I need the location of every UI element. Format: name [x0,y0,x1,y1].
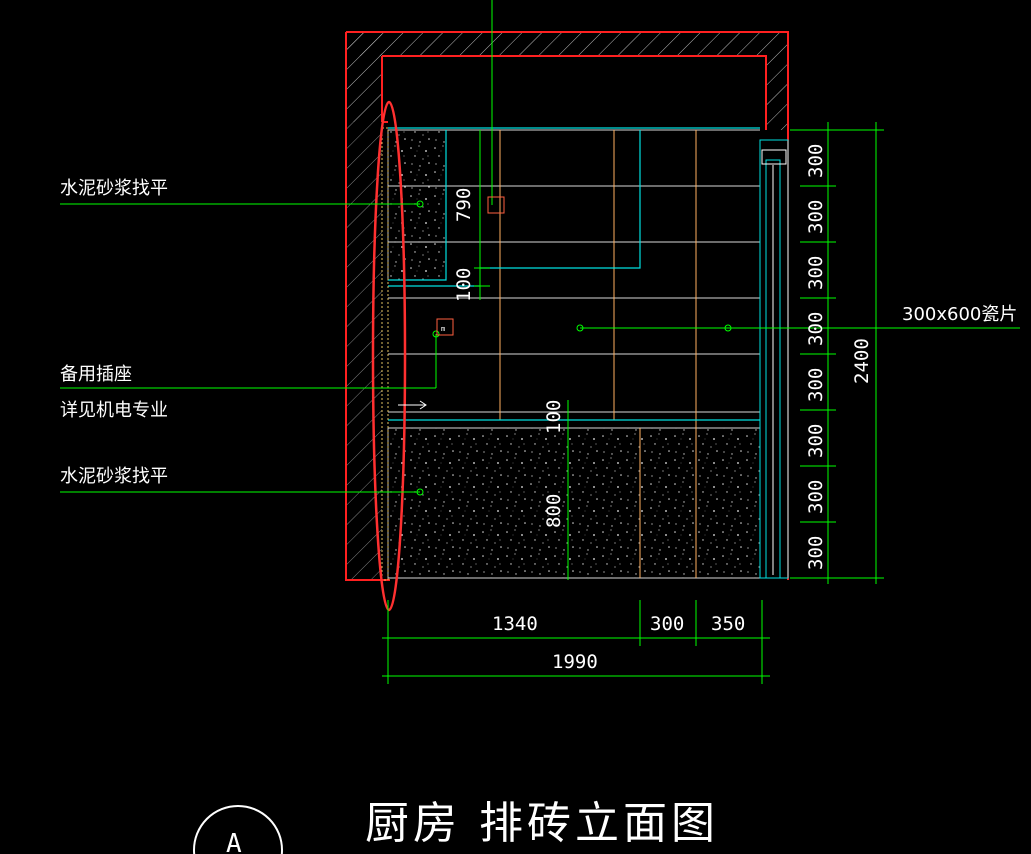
arrow-icon [398,400,427,410]
socket-symbol-upper [487,196,505,214]
label-spare-socket: 备用插座 [60,364,132,385]
label-cement-top: 水泥砂浆找平 [60,178,168,199]
dim-right-4: 300 [805,312,827,346]
dim-right-1: 300 [805,144,827,178]
window-section [759,139,789,579]
dim-1340: 1340 [492,613,538,635]
socket-symbol [436,318,454,336]
dim-right-7: 300 [805,480,827,514]
dim-right-2: 300 [805,200,827,234]
dim-100-lower: 100 [543,400,565,434]
dim-right-6: 300 [805,424,827,458]
highlight-ellipse [371,100,407,612]
dim-right-8: 300 [805,536,827,570]
dim-right-3: 300 [805,256,827,290]
drawing-title: 厨房 排砖立面图 [365,798,719,849]
dim-800: 800 [543,494,565,528]
bottom-dimension-chain [382,600,770,684]
label-see-mep: 详见机电专业 [60,400,168,421]
label-tile-spec: 300x600瓷片 [902,304,1017,325]
dim-1990: 1990 [552,651,598,673]
section-marker-letter: A [226,829,242,854]
dim-total-height: 2400 [851,338,873,384]
dim-right-5: 300 [805,368,827,402]
section-marker-circle [193,805,283,854]
label-cement-bottom: 水泥砂浆找平 [60,466,168,487]
dim-350: 350 [711,613,745,635]
dim-790: 790 [453,188,475,222]
left-wall-strip [381,127,389,581]
dim-300-bottom: 300 [650,613,684,635]
right-dimension-chain [790,122,884,584]
leader-lines [60,0,1020,493]
socket-tag: m [441,325,445,333]
tile-grid [388,129,760,579]
upper-cabinet-outline [388,127,760,421]
inner-dimension-lines [474,130,569,580]
lower-cement-screed [387,427,761,579]
dim-100-upper: 100 [453,268,475,302]
